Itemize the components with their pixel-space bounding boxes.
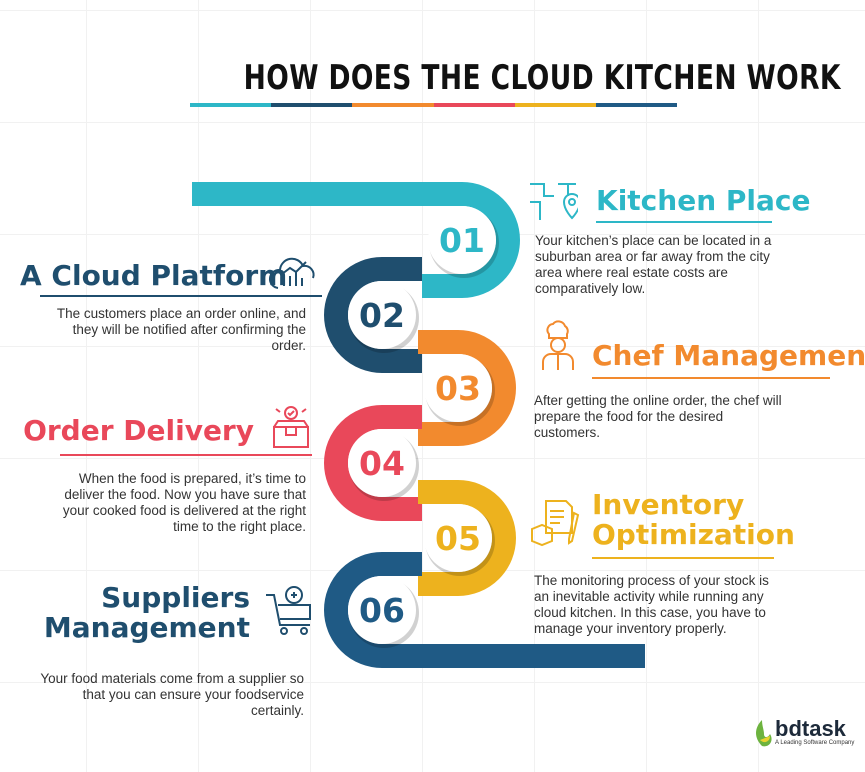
step-02-description: The customers place an order online, and… [56, 306, 306, 353]
step-3-number: 03 [435, 369, 481, 408]
logo-tagline: A Leading Software Company [775, 740, 855, 746]
map-pin-blueprint-icon [530, 183, 578, 220]
number-circle [424, 504, 492, 572]
step-03-underline [592, 377, 830, 379]
step-06-heading-line2: Management [43, 611, 250, 644]
step-5-ring [418, 480, 516, 596]
bdtask-logo-icon [756, 720, 772, 747]
supplier-cart-icon [266, 586, 311, 635]
delivery-box-icon [273, 406, 309, 448]
step-1-number: 01 [439, 221, 485, 260]
step-06-heading-line1: Suppliers [101, 581, 250, 614]
step-02-heading: A Cloud Platform [20, 259, 288, 292]
step-01-description: Your kitchen’s place can be located in a… [535, 233, 772, 296]
number-circle [348, 429, 416, 497]
step-05-underline [592, 557, 774, 559]
step-01-underline [596, 221, 772, 223]
step-02-underline [40, 295, 322, 297]
step-6-number: 06 [359, 591, 405, 630]
logo-name: bdtask [775, 716, 846, 741]
step-3-ring [418, 330, 516, 446]
step-06-heading: Suppliers Management [20, 583, 250, 643]
step-05-description: The monitoring process of your stock is … [534, 573, 769, 636]
step-05-heading-line1: Inventory [592, 488, 745, 521]
step-03-heading: Chef Management [592, 339, 865, 372]
step-04-description: When the food is prepared, it’s time to … [62, 471, 306, 534]
number-circle [428, 206, 496, 274]
chef-icon [542, 320, 574, 370]
step-01-heading: Kitchen Place [596, 184, 811, 217]
number-circle [348, 281, 416, 349]
step-1-ring [192, 182, 520, 298]
step-03-description: After getting the online order, the chef… [534, 393, 782, 440]
step-6-ring [324, 552, 645, 668]
step-4-number: 04 [359, 444, 405, 483]
step-05-heading-line2: Optimization [592, 518, 795, 551]
number-circle [424, 354, 492, 422]
step-04-heading: Order Delivery [23, 414, 254, 447]
step-05-heading: Inventory Optimization [592, 490, 795, 550]
cloud-chart-icon [269, 257, 315, 289]
step-2-number: 02 [359, 296, 405, 335]
step-5-number: 05 [435, 519, 481, 558]
step-2-ring [324, 257, 422, 373]
number-circle [348, 576, 416, 644]
step-04-underline [60, 454, 312, 456]
step-06-description: Your food materials come from a supplier… [40, 671, 304, 718]
step-4-ring [324, 405, 422, 521]
title-color-bar [190, 103, 678, 107]
inventory-icon [531, 500, 580, 547]
